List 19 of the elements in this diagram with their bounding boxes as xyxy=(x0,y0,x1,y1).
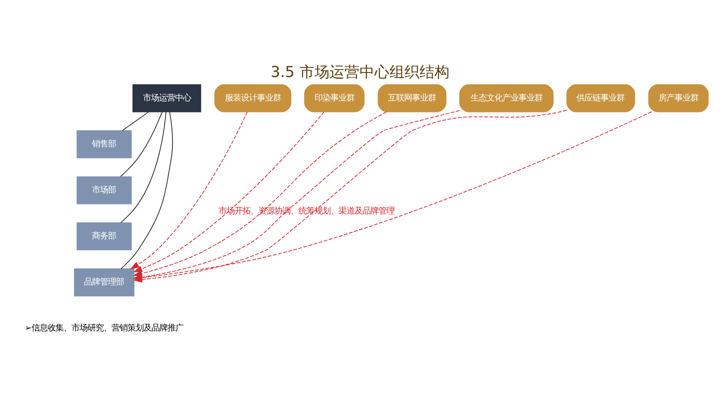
arrow xyxy=(130,112,248,270)
connector xyxy=(120,112,173,270)
connector xyxy=(120,112,166,223)
node-box: 品牌管理部 xyxy=(74,268,134,296)
node-box: 印染事业群 xyxy=(304,84,365,112)
diagram-title: 3.5 市场运营中心组织结构 xyxy=(270,63,450,82)
connector xyxy=(120,112,162,177)
node-box: 销售部 xyxy=(76,130,132,158)
node-box: 市场运营中心 xyxy=(132,84,202,112)
connector xyxy=(122,112,150,132)
node-box: 商务部 xyxy=(76,222,132,250)
node-box: 生态文化产业事业群 xyxy=(459,84,554,112)
arrow xyxy=(133,112,324,272)
node-box: 房产事业群 xyxy=(648,84,709,112)
node-box: 服装设计事业群 xyxy=(214,84,292,112)
label: ➢信息收集、市场研究、营销策划及品牌推广 xyxy=(24,322,184,333)
node-box: 互联网事业群 xyxy=(378,84,446,112)
node-box: 供应链事业群 xyxy=(566,84,636,112)
node-box: 市场部 xyxy=(76,176,132,204)
